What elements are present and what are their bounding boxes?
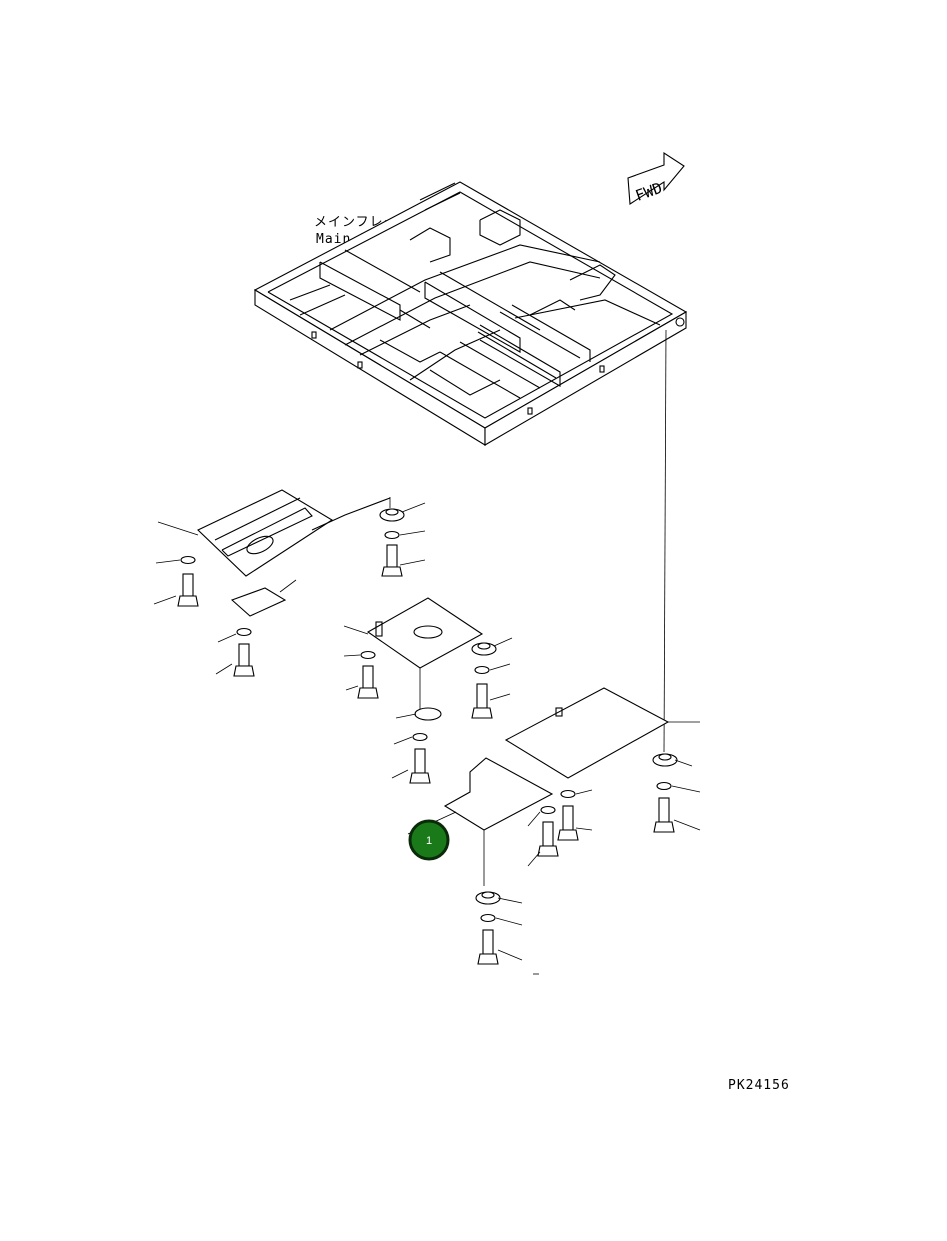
washers: [155, 530, 701, 926]
center-cover-plate: [343, 597, 484, 721]
left-cover-plate: [157, 489, 391, 577]
callout-1[interactable]: 1: [408, 819, 450, 861]
mount-cushion-d: [475, 891, 523, 905]
main-frame: [253, 181, 688, 446]
drawing-code: PK24156: [728, 1078, 790, 1093]
callout-1-number[interactable]: 1: [426, 835, 432, 847]
bolts: [153, 544, 701, 975]
right-cover-plate: [504, 687, 700, 779]
mount-cushion-c: [652, 753, 693, 767]
small-cover: [230, 579, 297, 617]
callout-1-circle[interactable]: [408, 819, 450, 861]
mount-cushion-b: [471, 637, 513, 656]
mount-cushion-a: [379, 502, 426, 522]
fwd-arrow-icon: FWD: [627, 151, 685, 205]
